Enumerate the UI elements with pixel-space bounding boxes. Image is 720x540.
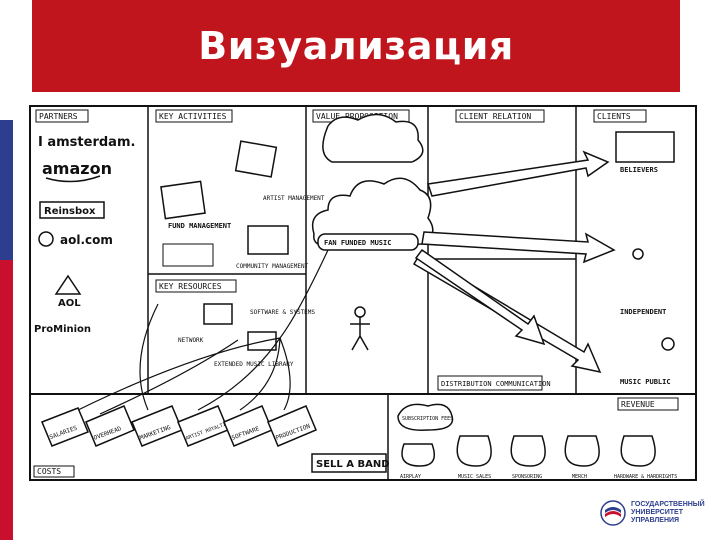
left-stripe-white: [0, 0, 13, 120]
business-model-canvas-sketch: PARTNERS KEY ACTIVITIES VALUE PROPOSITIO…: [28, 104, 698, 482]
svg-text:REVENUE: REVENUE: [621, 400, 655, 409]
svg-text:FUND MANAGEMENT: FUND MANAGEMENT: [168, 222, 231, 230]
left-stripe-blue: [0, 120, 13, 260]
aol-person-icon: [38, 231, 54, 247]
brand-sellaband: SELL A BAND: [316, 459, 390, 470]
svg-text:NETWORK: NETWORK: [178, 337, 204, 344]
svg-text:CLIENTS: CLIENTS: [597, 112, 631, 121]
logo-line-2: УНИВЕРСИТЕТ: [631, 509, 683, 516]
logo-line-3: УПРАВЛЕНИЯ: [631, 517, 680, 524]
svg-text:EXTENDED MUSIC LIBRARY: EXTENDED MUSIC LIBRARY: [214, 361, 294, 368]
svg-text:SPONSORING: SPONSORING: [512, 474, 542, 480]
revenue-subscription: SUBSCRIPTION FEES: [402, 416, 453, 422]
section-key-activities: KEY ACTIVITIES: [155, 109, 233, 123]
arrow-believers: [427, 150, 610, 197]
svg-text:KEY RESOURCES: KEY RESOURCES: [159, 282, 222, 291]
svg-text:SOFTWARE & SYSTEMS: SOFTWARE & SYSTEMS: [250, 309, 315, 316]
partner-aol-com: aol.com: [60, 233, 113, 247]
section-revenue: REVENUE: [617, 397, 679, 411]
top-cloud: [322, 113, 424, 163]
section-costs: COSTS: [33, 465, 75, 478]
client-music-public: MUSIC PUBLIC: [620, 378, 671, 386]
partner-reinsbox: Reinsbox: [44, 206, 96, 217]
left-stripe-red: [0, 260, 13, 540]
section-distribution: DISTRIBUTION COMMUNICATION: [437, 375, 551, 391]
revenue-bags: [401, 435, 656, 467]
client-independent: INDEPENDENT: [620, 308, 666, 316]
svg-text:HARDWARE & HARDRIGHTS: HARDWARE & HARDRIGHTS: [614, 474, 677, 480]
university-logo: ГОСУДАРСТВЕННЫЙ УНИВЕРСИТЕТ УПРАВЛЕНИЯ: [600, 490, 710, 536]
svg-text:CLIENT RELATION: CLIENT RELATION: [459, 112, 531, 121]
svg-text:VALUE PROPOSITION: VALUE PROPOSITION: [316, 112, 398, 121]
partner-prominion: ProMinion: [34, 324, 91, 335]
aol-triangle-icon: [54, 274, 82, 295]
university-emblem-icon: [600, 500, 626, 526]
svg-text:MERCH: MERCH: [572, 474, 587, 480]
section-client-relation: CLIENT RELATION: [455, 109, 545, 123]
value-proposition-label: FAN FUNDED MUSIC: [324, 239, 391, 247]
cost-tag-1: SALARIES: [41, 407, 89, 447]
title-bar: Визуализация: [32, 0, 680, 92]
client-believers: BELIEVERS: [620, 166, 658, 174]
partner-amsterdam: I amsterdam.: [38, 135, 135, 150]
partner-aol: AOL: [58, 298, 81, 309]
svg-text:AIRPLAY: AIRPLAY: [400, 474, 421, 480]
svg-text:KEY ACTIVITIES: KEY ACTIVITIES: [159, 112, 227, 121]
section-key-resources: KEY RESOURCES: [155, 279, 237, 293]
svg-text:DISTRIBUTION COMMUNICATION: DISTRIBUTION COMMUNICATION: [441, 380, 551, 388]
partner-amazon: amazon: [42, 159, 112, 178]
svg-text:ARTIST MANAGEMENT: ARTIST MANAGEMENT: [263, 195, 325, 202]
svg-text:PARTNERS: PARTNERS: [39, 112, 78, 121]
svg-text:COSTS: COSTS: [37, 467, 61, 476]
slide-title: Визуализация: [198, 24, 514, 68]
section-partners: PARTNERS: [35, 109, 89, 123]
logo-line-1: ГОСУДАРСТВЕННЫЙ: [631, 501, 705, 508]
section-clients: CLIENTS: [593, 109, 647, 123]
cost-tag-3: MARKETING: [131, 405, 183, 447]
svg-text:COMMUNITY MANAGEMENT: COMMUNITY MANAGEMENT: [236, 263, 309, 270]
canvas-svg: PARTNERS KEY ACTIVITIES VALUE PROPOSITIO…: [29, 105, 697, 481]
arrow-independent: [421, 231, 616, 264]
arrow-distribution: [414, 248, 546, 346]
cost-tag-2: OVERHEAD: [85, 405, 135, 447]
svg-text:MUSIC SALES: MUSIC SALES: [458, 474, 491, 480]
